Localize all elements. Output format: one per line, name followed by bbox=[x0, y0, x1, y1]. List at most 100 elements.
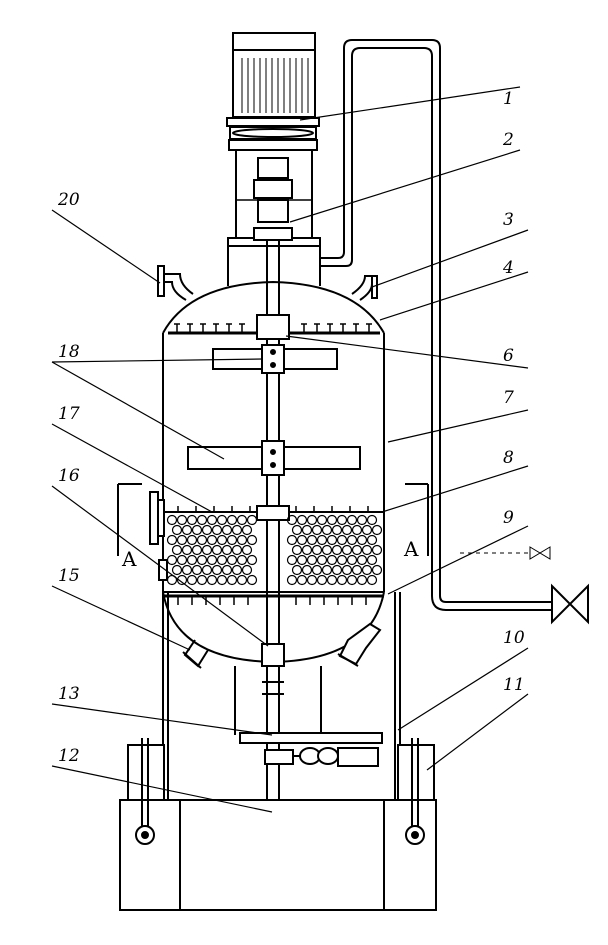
side-manhole bbox=[149, 491, 168, 581]
packing-ring bbox=[201, 544, 213, 556]
packing-ring bbox=[371, 564, 383, 576]
packing-ring bbox=[181, 524, 193, 536]
packing-ring bbox=[226, 514, 238, 526]
packing-ring bbox=[186, 514, 198, 526]
packing-ring bbox=[331, 564, 343, 576]
leader-lines bbox=[51, 86, 529, 813]
packing-ring bbox=[341, 564, 353, 576]
packing-ring bbox=[296, 574, 308, 586]
packing-ring bbox=[341, 524, 353, 536]
packing-ring bbox=[186, 534, 198, 546]
packing-ring bbox=[301, 524, 313, 536]
packing-ring bbox=[236, 554, 248, 566]
packing-ring bbox=[366, 514, 378, 526]
label-part-6: 6 bbox=[503, 346, 514, 366]
base bbox=[119, 799, 437, 911]
packing-ring bbox=[236, 574, 248, 586]
packing-ring bbox=[291, 544, 303, 556]
label-part-18: 18 bbox=[58, 342, 80, 362]
packing-ring bbox=[366, 574, 378, 586]
packing-ring bbox=[346, 534, 358, 546]
packing-ring bbox=[371, 544, 383, 556]
support-skirt bbox=[162, 592, 401, 800]
packing-ring bbox=[171, 564, 183, 576]
packing-ring bbox=[346, 574, 358, 586]
packing-ring bbox=[331, 524, 343, 536]
packing-ring bbox=[201, 564, 213, 576]
part-labels: 1 2 3 4 6 7 8 9 10 11 12 13 15 16 17 18 … bbox=[57, 89, 525, 766]
section-label-left: A bbox=[121, 547, 137, 571]
packing-ring bbox=[336, 514, 348, 526]
packing-ring bbox=[321, 564, 333, 576]
label-part-13: 13 bbox=[58, 684, 80, 704]
inlet-nozzle-right bbox=[351, 275, 378, 301]
packing-ring bbox=[206, 574, 218, 586]
packing-ring bbox=[351, 564, 363, 576]
packing-ring bbox=[196, 534, 208, 546]
bottom-bearing bbox=[261, 643, 285, 695]
packing-ring bbox=[216, 574, 228, 586]
packing-ring bbox=[331, 544, 343, 556]
packing-ring bbox=[191, 544, 203, 556]
packing-ring bbox=[346, 554, 358, 566]
packing-ring bbox=[336, 554, 348, 566]
packing-ring bbox=[226, 574, 238, 586]
packing-ring bbox=[326, 514, 338, 526]
packing-ring bbox=[296, 514, 308, 526]
packing-ring bbox=[166, 554, 178, 566]
packing-ring bbox=[236, 534, 248, 546]
packing-ring bbox=[186, 554, 198, 566]
packing-ring bbox=[191, 524, 203, 536]
packing-ring bbox=[176, 574, 188, 586]
packing-ring bbox=[361, 564, 373, 576]
packing-ring bbox=[171, 524, 183, 536]
packing-ring bbox=[221, 544, 233, 556]
packing-ring bbox=[216, 554, 228, 566]
packing-ring bbox=[301, 564, 313, 576]
packing-ring bbox=[291, 524, 303, 536]
packing-ring bbox=[211, 564, 223, 576]
packing-ring bbox=[166, 534, 178, 546]
packing-ring bbox=[236, 514, 248, 526]
motor bbox=[226, 32, 320, 140]
packing-ring bbox=[176, 514, 188, 526]
upper-distributor bbox=[168, 314, 380, 340]
upper-impeller bbox=[212, 344, 338, 374]
packed-bed bbox=[163, 505, 384, 593]
section-marker-left bbox=[117, 483, 142, 556]
label-part-15: 15 bbox=[58, 566, 80, 586]
label-part-9: 9 bbox=[503, 508, 514, 528]
label-part-2: 2 bbox=[502, 130, 514, 150]
packing-ring bbox=[166, 514, 178, 526]
packing-ring bbox=[326, 534, 338, 546]
cooling-pipe bbox=[320, 39, 552, 611]
packing-ring bbox=[211, 544, 223, 556]
packing-ring bbox=[246, 554, 258, 566]
packing-ring bbox=[306, 534, 318, 546]
packing-ring bbox=[231, 564, 243, 576]
packing-ring bbox=[296, 554, 308, 566]
section-marker-right bbox=[405, 483, 429, 556]
anchor-bolt-left bbox=[127, 738, 165, 845]
packing-ring bbox=[356, 514, 368, 526]
packing-ring bbox=[361, 524, 373, 536]
packing-ring bbox=[356, 534, 368, 546]
packing-ring bbox=[221, 564, 233, 576]
inlet-nozzle-left bbox=[157, 265, 194, 301]
packing-ring bbox=[371, 524, 383, 536]
label-part-17: 17 bbox=[58, 404, 80, 424]
label-part-4: 4 bbox=[502, 258, 514, 278]
packing-ring bbox=[291, 564, 303, 576]
packing-ring bbox=[286, 554, 298, 566]
inspection-nozzle-right bbox=[337, 622, 382, 667]
packing-ring bbox=[336, 534, 348, 546]
packing-ring bbox=[351, 544, 363, 556]
packing-ring bbox=[341, 544, 353, 556]
packing-ring bbox=[196, 574, 208, 586]
packing-ring bbox=[316, 534, 328, 546]
packing-ring bbox=[356, 574, 368, 586]
label-part-11: 11 bbox=[503, 675, 525, 695]
packing-ring bbox=[196, 554, 208, 566]
packing-ring bbox=[181, 564, 193, 576]
